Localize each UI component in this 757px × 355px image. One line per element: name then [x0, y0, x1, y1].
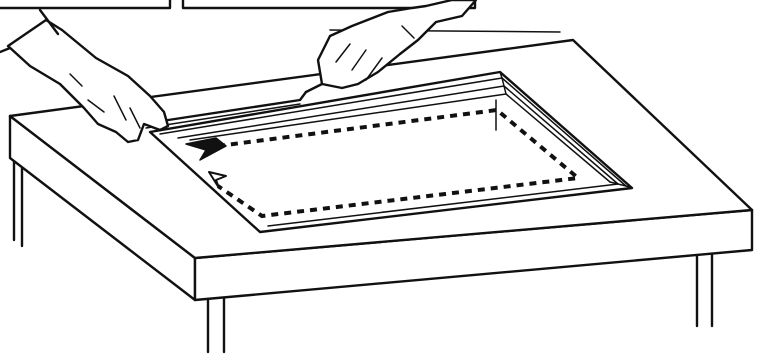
cropped-frame-top — [0, 0, 475, 8]
